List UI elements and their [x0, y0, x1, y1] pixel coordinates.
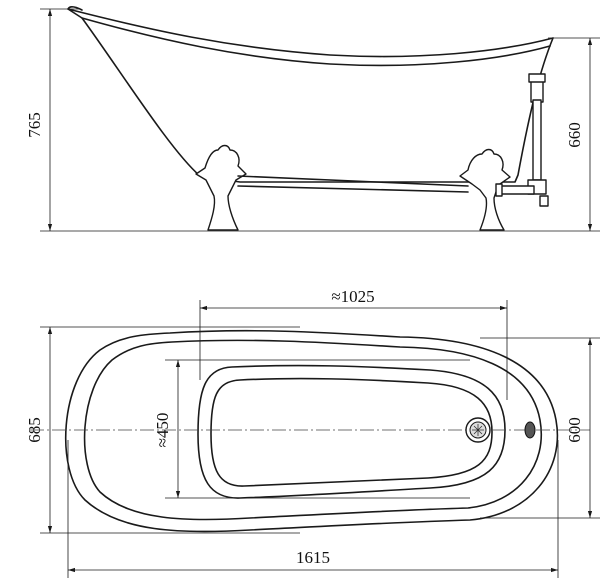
tub-side-body [67, 8, 554, 183]
drain-icon [465, 417, 491, 443]
dim-top-total-length: 1615 [296, 548, 330, 567]
dim-top-inner-width: ≈450 [153, 413, 172, 448]
top-view: ≈1025 ≈450 685 600 1615 [25, 287, 600, 578]
dim-top-inner-length: ≈1025 [331, 287, 374, 306]
overflow-icon [524, 421, 536, 439]
tub-outer-rim [64, 329, 559, 533]
dim-side-height-rim: 660 [565, 122, 584, 148]
right-claw-foot [459, 148, 511, 231]
left-claw-foot [195, 144, 247, 231]
overflow-drain-pipe [495, 73, 549, 207]
tub-basin [197, 364, 506, 499]
side-view: 765 660 [25, 5, 600, 232]
dim-top-width-rim: 600 [565, 417, 584, 443]
dim-top-total-width: 685 [25, 417, 44, 443]
dim-side-height-total: 765 [25, 112, 44, 138]
